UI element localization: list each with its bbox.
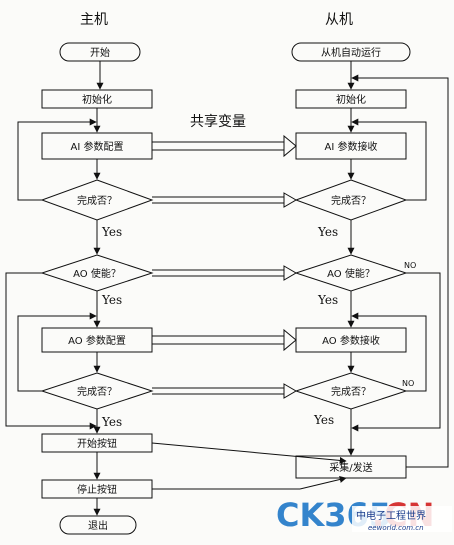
no-label: NO <box>404 261 416 270</box>
yes-label: Yes <box>317 225 338 239</box>
watermark-url: eeworld.com.cn <box>368 524 424 532</box>
master-stop-button-label: 停止按钮 <box>77 483 117 496</box>
slave-done1-label: 完成否？ <box>331 194 371 207</box>
no-label: NO <box>402 379 414 388</box>
shared-arrowhead <box>283 134 297 158</box>
shared-arrowhead <box>283 265 297 281</box>
yes-label: Yes <box>101 415 122 429</box>
master-ai-config-label: AI 参数配置 <box>71 140 124 153</box>
slave-ai-recv-label: AI 参数接收 <box>325 140 378 153</box>
start-signal-arrow <box>151 442 347 464</box>
watermark-badge-bg <box>352 506 452 532</box>
watermark-site: 中电子工程世界 <box>356 509 426 522</box>
loop-arrow <box>351 118 427 201</box>
shared-arrowhead <box>283 192 297 208</box>
slave-auto-run-label: 从机自动运行 <box>321 46 381 59</box>
master-exit-node <box>59 515 137 535</box>
loop-arrow <box>351 74 449 468</box>
slave-done2-label: 完成否？ <box>331 385 371 398</box>
master-init-label: 初始化 <box>82 93 112 106</box>
master-ao-config-label: AO 参数配置 <box>68 334 126 347</box>
shared-arrowhead <box>283 383 297 399</box>
slave-init-label: 初始化 <box>336 93 366 106</box>
master-exit-label: 退出 <box>88 519 108 532</box>
no-path-arrow <box>351 272 441 432</box>
master-start-label: 开始 <box>90 46 110 59</box>
loop-arrow <box>17 118 97 201</box>
shared-arrowhead <box>283 328 297 352</box>
shared-variable-label: 共享变量 <box>190 113 246 130</box>
loop-arrow <box>17 312 97 392</box>
master-done2-label: 完成否？ <box>77 385 117 398</box>
stop-signal-arrow <box>299 476 347 490</box>
slave-ao-recv-label: AO 参数接收 <box>322 334 380 347</box>
loop-arrow <box>351 312 427 392</box>
yes-label: Yes <box>101 293 122 307</box>
master-column-title: 主机 <box>80 12 108 28</box>
master-ao-enable-label: AO 使能？ <box>73 267 121 280</box>
slave-ao-enable-label: AO 使能？ <box>327 267 375 280</box>
no-path-arrow <box>5 272 97 430</box>
yes-label: Yes <box>101 225 122 239</box>
slave-column-title: 从机 <box>325 12 353 28</box>
watermark: CK365 .CN 中电子工程世界 eeworld.com.cn <box>276 496 452 534</box>
yes-label: Yes <box>313 413 334 427</box>
yes-label: Yes <box>317 293 338 307</box>
master-start-button-label: 开始按钮 <box>77 437 117 450</box>
slave-collect-send-label: 采集/发送 <box>329 461 372 474</box>
master-done1-label: 完成否？ <box>77 194 117 207</box>
